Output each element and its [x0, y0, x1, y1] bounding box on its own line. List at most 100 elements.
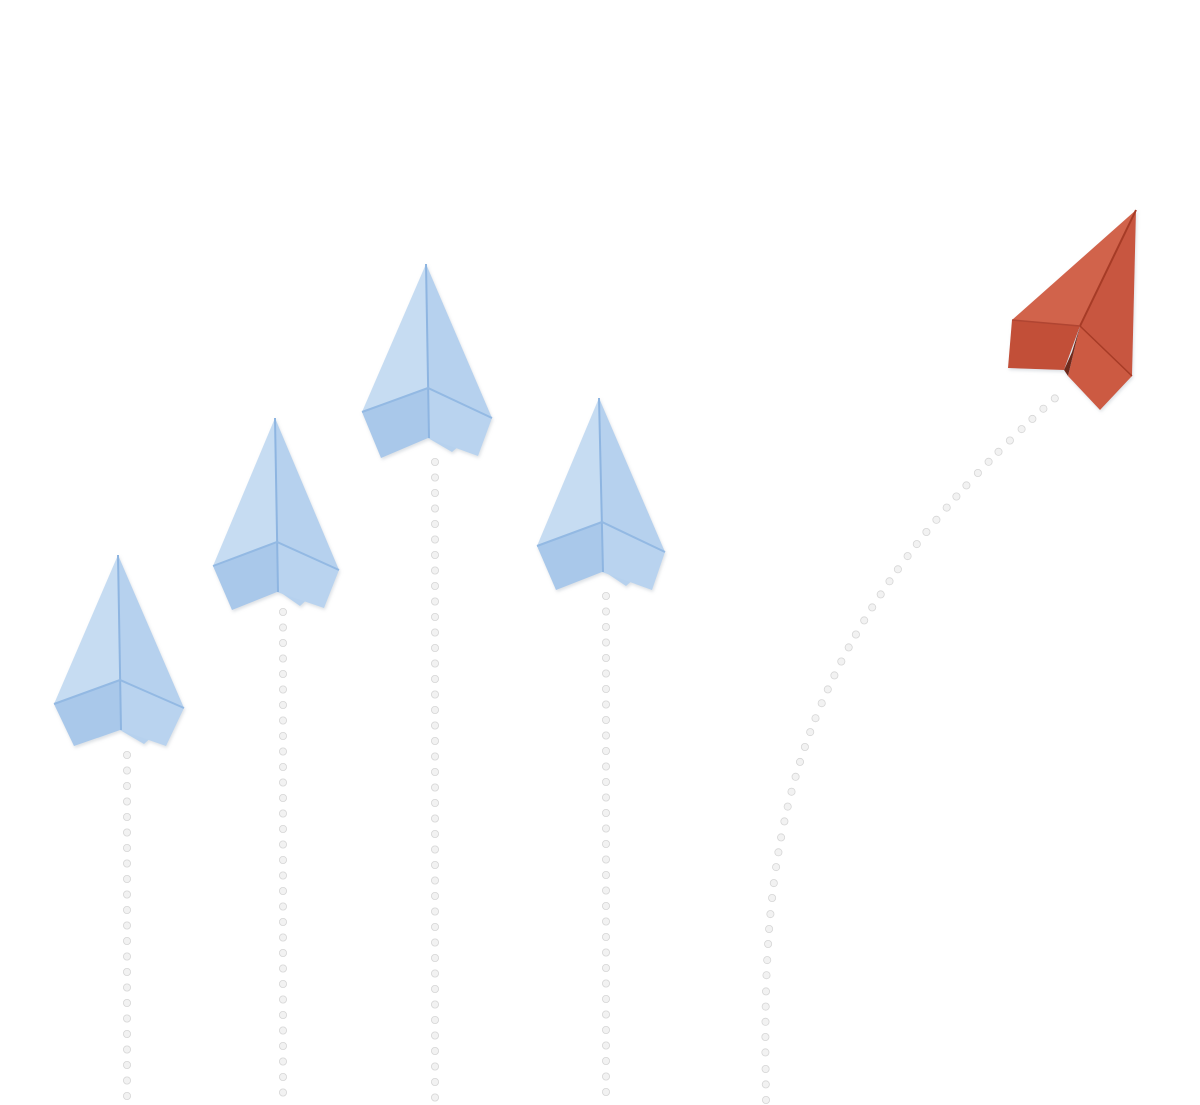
trail-dot: [602, 840, 611, 849]
trail-dot: [602, 902, 611, 911]
trail-dot: [123, 937, 132, 946]
trail-dot: [278, 608, 287, 617]
trail-dot: [430, 845, 439, 854]
trail-dot: [1017, 425, 1026, 434]
trail-dot: [430, 969, 439, 978]
trail-dot: [430, 597, 439, 606]
trail-dot: [123, 1092, 132, 1101]
trail-dot: [823, 685, 832, 694]
trail-dot: [278, 639, 287, 648]
trail-dot: [602, 1010, 611, 1019]
trail-dot: [278, 1042, 287, 1051]
trail-dot: [278, 825, 287, 834]
trail-dot: [278, 794, 287, 803]
trail-dot: [602, 964, 611, 973]
trail-dot: [430, 1078, 439, 1087]
trail-dot: [762, 1096, 771, 1105]
trail-dot: [984, 457, 993, 466]
trail-dot: [430, 675, 439, 684]
trail-dot: [430, 876, 439, 885]
trail-dot: [837, 657, 846, 666]
trail-dot: [123, 797, 132, 806]
trail-dot: [430, 814, 439, 823]
trail-dot: [430, 783, 439, 792]
trail-dot: [278, 670, 287, 679]
trail-dot: [602, 995, 611, 1004]
blue-paper-plane-1: [53, 554, 185, 746]
trail-dot: [278, 856, 287, 865]
trail-dot: [994, 447, 1003, 456]
trail-dot: [278, 887, 287, 896]
trail-dot: [761, 1033, 770, 1042]
trail-dot: [278, 995, 287, 1004]
trail-dot: [430, 907, 439, 916]
trail-dot: [123, 813, 132, 822]
trail-dot: [912, 540, 921, 549]
trail-dot: [123, 828, 132, 837]
trail-dot: [430, 768, 439, 777]
trail-dot: [278, 763, 287, 772]
trail-dot: [903, 552, 912, 561]
trail-dot: [602, 623, 611, 632]
trail-dot: [430, 923, 439, 932]
trail-dot: [1028, 414, 1037, 423]
trail-dot: [830, 671, 839, 680]
trail-dot: [278, 701, 287, 710]
trail-dot: [602, 948, 611, 957]
trail-dot: [973, 468, 982, 477]
trail-dot: [602, 793, 611, 802]
trail-dot: [602, 809, 611, 818]
trail-dot: [769, 879, 778, 888]
trail-dot: [783, 802, 792, 811]
trail-dot: [278, 654, 287, 663]
trail-dot: [806, 728, 815, 737]
trail-dot: [844, 643, 853, 652]
trail-dot: [430, 473, 439, 482]
blue-paper-plane-2: [212, 417, 340, 610]
trail-dot: [761, 1002, 770, 1011]
trail-dot: [278, 1073, 287, 1082]
trail-dot: [762, 971, 771, 980]
trail-dot: [602, 592, 611, 601]
trail-dot: [278, 1011, 287, 1020]
trail-dot: [123, 1030, 132, 1039]
blue-paper-plane-4: [536, 397, 666, 590]
trail-dot: [278, 918, 287, 927]
trail-dot: [602, 979, 611, 988]
trail-dot: [602, 654, 611, 663]
trail-dot: [430, 799, 439, 808]
trail-dot: [278, 964, 287, 973]
trail-dot: [430, 613, 439, 622]
trail-dot: [602, 824, 611, 833]
trail-dot: [123, 968, 132, 977]
trail-dot: [1050, 394, 1059, 403]
trail-dot: [430, 520, 439, 529]
trail-dot: [774, 848, 783, 857]
trail-dot: [766, 910, 775, 919]
trail-dot: [817, 699, 826, 708]
trail-dot: [278, 685, 287, 694]
trail-dot: [430, 659, 439, 668]
trail-dot: [430, 1000, 439, 1009]
trail-dot: [123, 782, 132, 791]
trail-dot: [123, 875, 132, 884]
trail-dot: [278, 809, 287, 818]
trail-dot: [278, 1057, 287, 1066]
trail-dot: [602, 669, 611, 678]
trail-dot: [430, 535, 439, 544]
trail-dot: [123, 952, 132, 961]
trail-dot: [1005, 436, 1014, 445]
trail-dot: [791, 772, 800, 781]
trail-dot: [893, 565, 902, 574]
trail-dot: [942, 503, 951, 512]
trail-dot: [430, 830, 439, 839]
trail-dot: [602, 1072, 611, 1081]
trail-dot: [602, 1041, 611, 1050]
trail-dot: [278, 840, 287, 849]
trail-dot: [868, 603, 877, 612]
trail-dot: [278, 902, 287, 911]
trail-dot: [430, 488, 439, 497]
trail-dot: [764, 940, 773, 949]
trail-dot: [123, 1014, 132, 1023]
